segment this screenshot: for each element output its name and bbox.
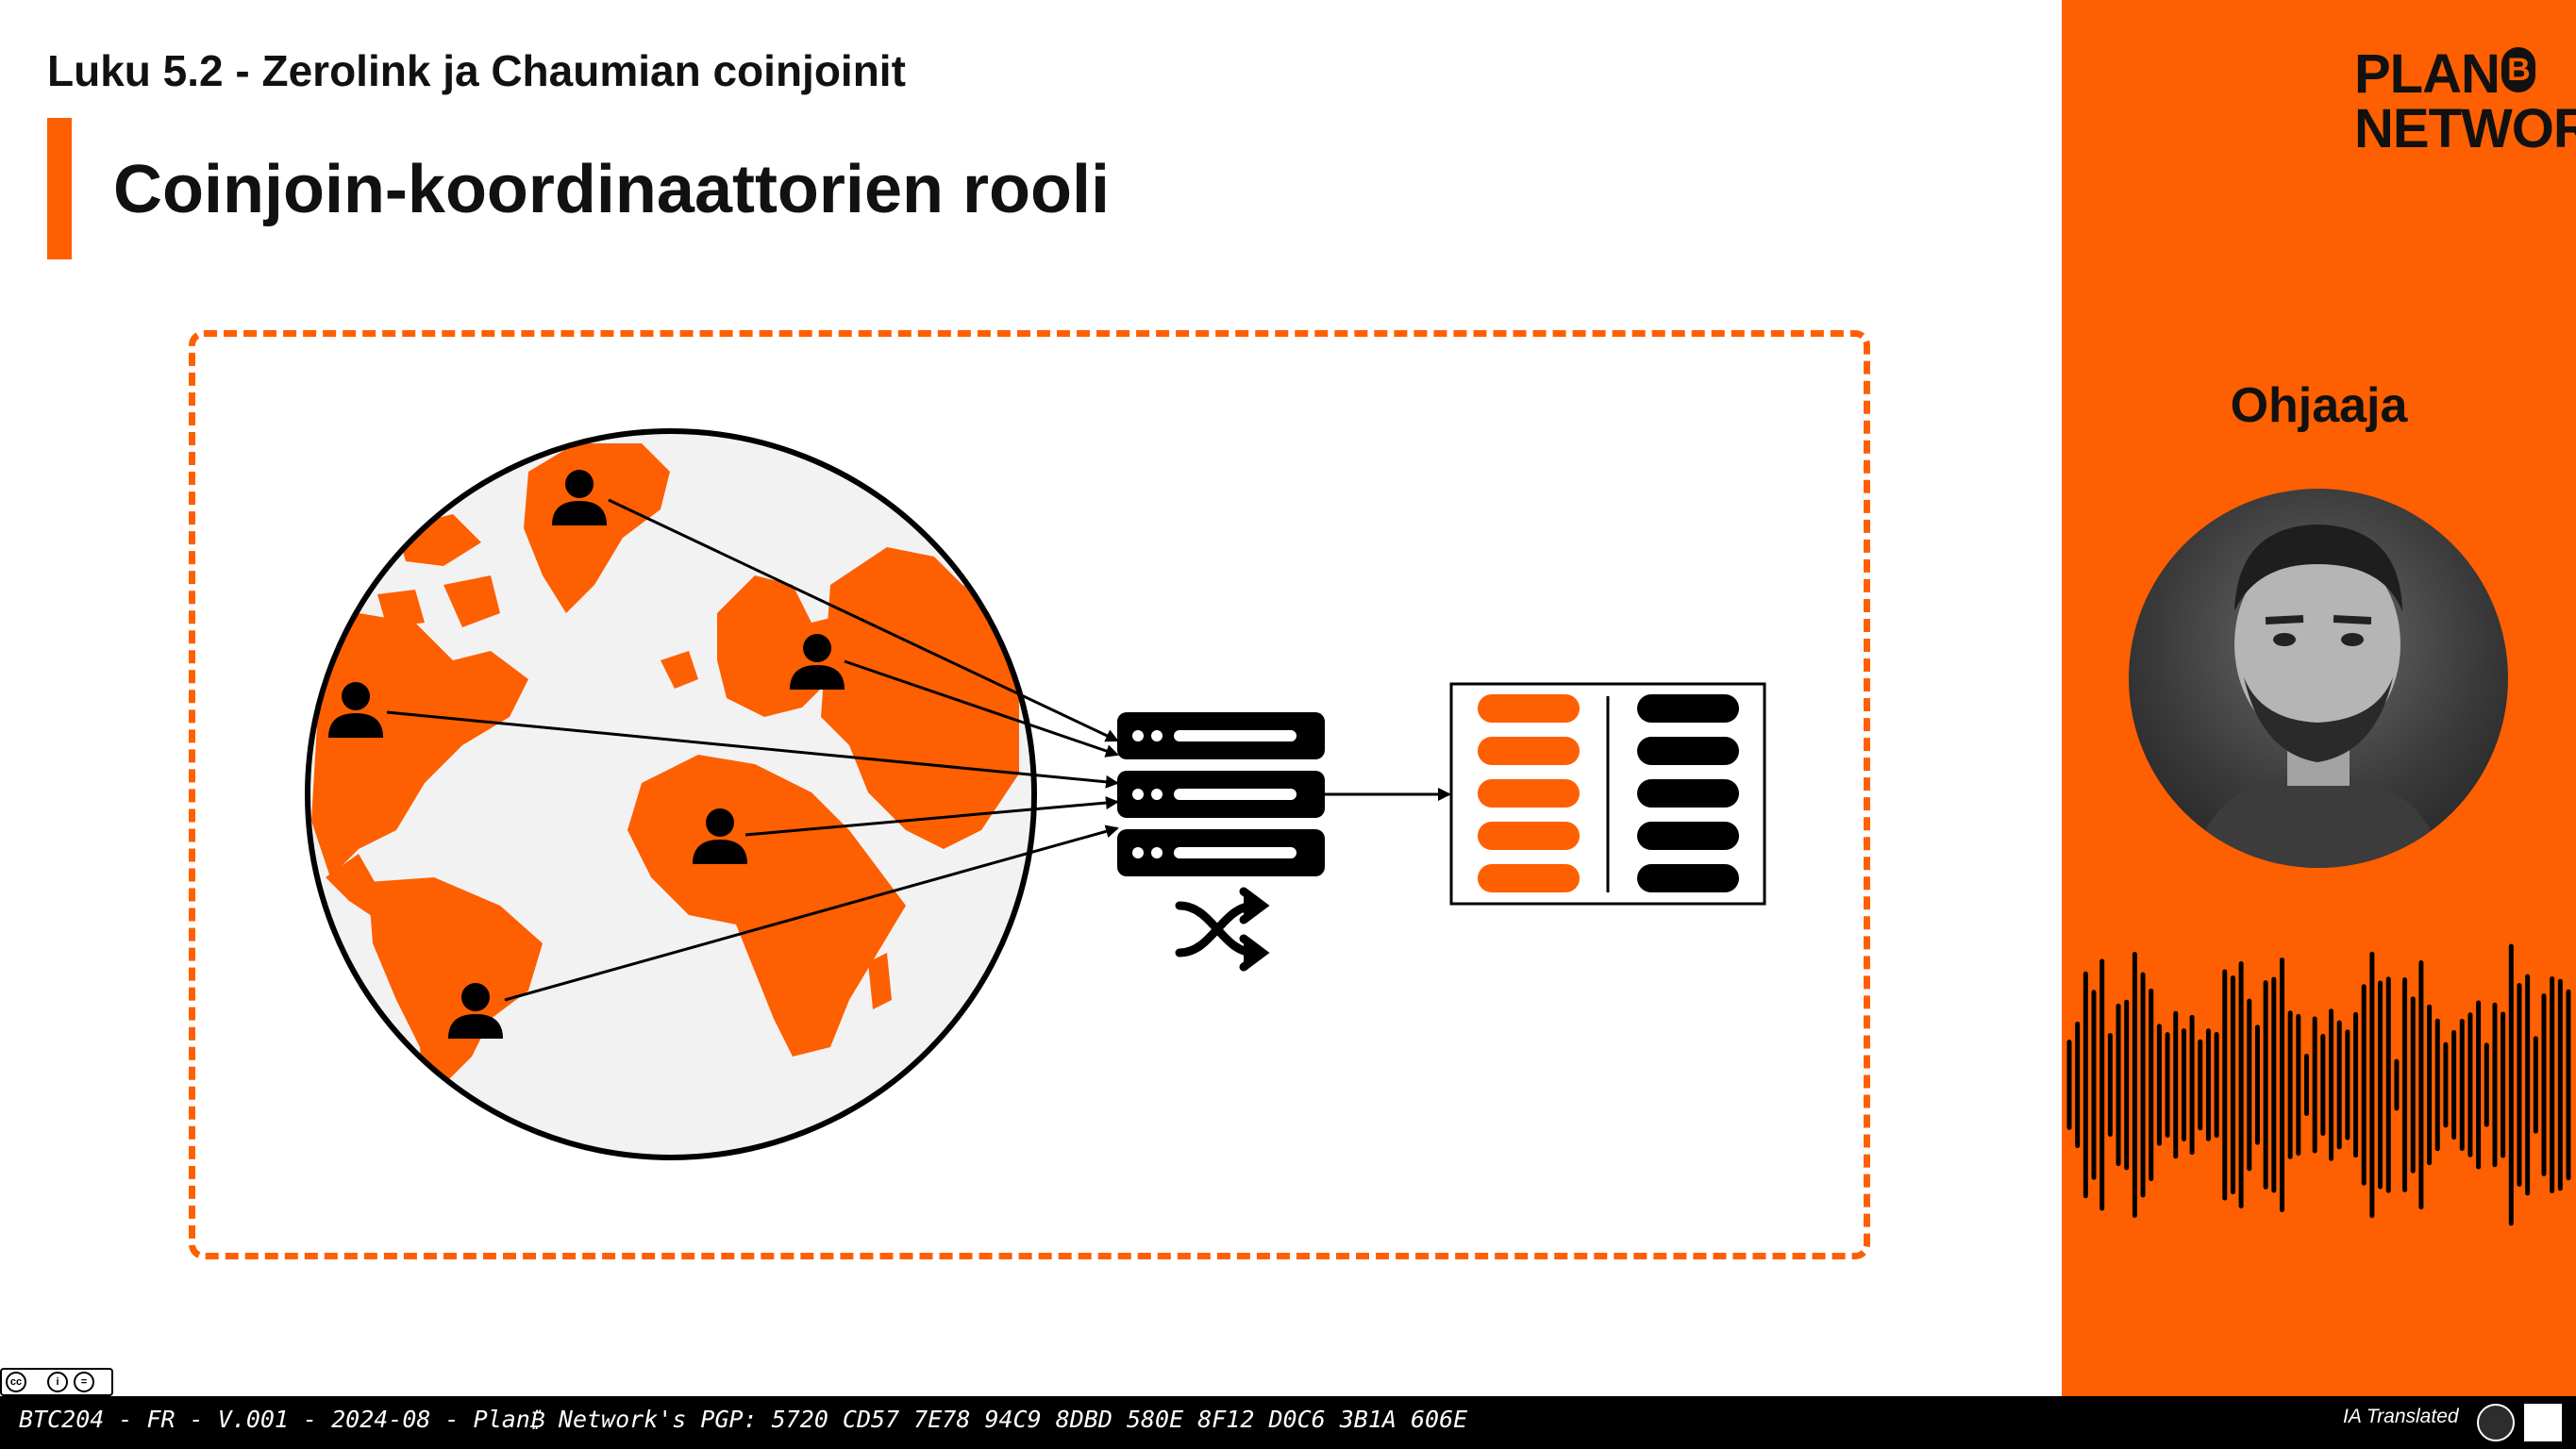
transaction-outputs xyxy=(1637,694,1739,892)
partner-logo-icon xyxy=(2524,1404,2562,1441)
title-accent-bar xyxy=(47,118,72,259)
server-icon xyxy=(1117,712,1325,876)
creative-commons-icon: cc i = xyxy=(0,1368,113,1396)
transaction-icon xyxy=(1449,682,1766,906)
coinjoin-diagram xyxy=(305,428,1766,1160)
audio-waveform xyxy=(2066,943,2571,1226)
ia-translated-label: IA Translated xyxy=(2343,1406,2459,1427)
ai-logo-icon xyxy=(2477,1404,2515,1441)
logo-text-plan: PLAN xyxy=(2354,43,2501,105)
diagram-frame xyxy=(189,330,1870,1259)
transaction-inputs xyxy=(1478,694,1580,892)
input-arrows xyxy=(386,498,1119,1002)
logo-b-badge: B xyxy=(2501,47,2535,92)
logo-text-network: NETWORK xyxy=(2354,98,2576,159)
globe xyxy=(305,428,1037,1160)
instructor-role: Ohjaaja xyxy=(2230,378,2408,433)
footer-version-pgp: BTC204 - FR - V.001 - 2024-08 - Plan₿ Ne… xyxy=(19,1406,1468,1433)
avatar xyxy=(2129,489,2508,868)
page-title: Coinjoin-koordinaattorien rooli xyxy=(113,152,1110,227)
chapter-label: Luku 5.2 - Zerolink ja Chaumian coinjoin… xyxy=(47,46,906,95)
footer-bar: BTC204 - FR - V.001 - 2024-08 - Plan₿ Ne… xyxy=(0,1396,2576,1449)
shuffle-icon xyxy=(1175,887,1270,972)
